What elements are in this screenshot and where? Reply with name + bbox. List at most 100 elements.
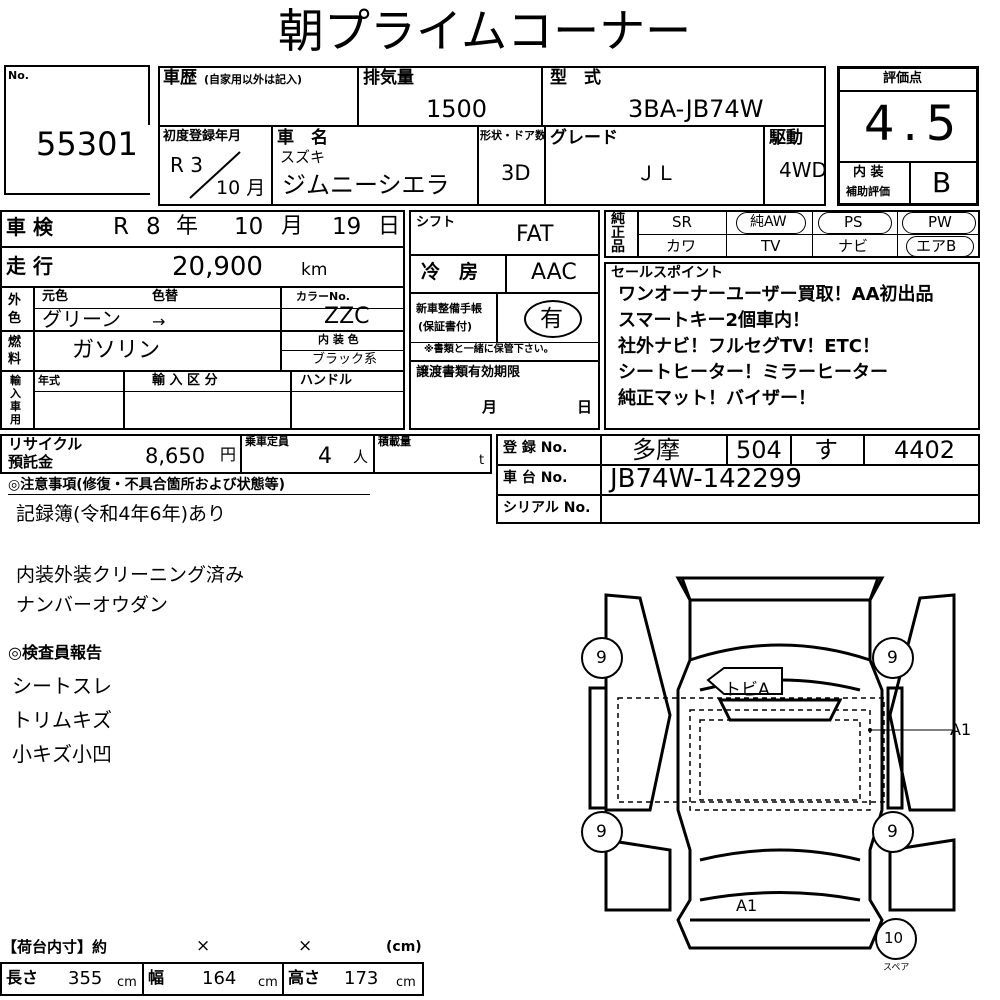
tire-fl: 9 [596,648,607,668]
notes-line-1: 記録簿(令和4年6年)あり [16,503,227,525]
sales-box [604,262,980,430]
inspector-line-3: 小キズ小凹 [12,742,112,766]
color-orig-label: 元色 [42,289,69,304]
interior-color-label: 内 装 色 [318,333,359,346]
recycle-box [0,434,492,474]
car-maker: スズキ [280,148,326,166]
manual-label-2: (保証書付) [418,320,473,333]
equip-leather: カワ [666,237,697,255]
car-name-label: 車 名 [277,128,328,148]
interior-grade-value: B [932,166,952,199]
sales-label: セールスポイント [611,265,723,281]
inspection-day-unit: 日 [378,214,401,239]
car-name: ジムニーシエラ [282,171,450,199]
cargo-length: 355 [68,968,103,989]
mileage-value: 20,900 [172,252,263,282]
import-type-label: 輸 入 区 分 [152,373,218,388]
cargo-height: 173 [344,968,379,989]
transfer-day: 日 [577,398,593,416]
import-handle-label: ハンドル [300,373,353,388]
registration-number: 4402 [894,436,956,464]
spare-label: スペア [883,963,910,973]
shift-label: シフト [416,215,456,230]
lot-no-label: No. [8,69,29,82]
vehicle-info-box [158,66,826,206]
sales-line-5: 純正マット！バイザー！ [618,388,816,409]
color-arrow: → [152,312,166,331]
inspection-day: 19 [332,214,362,240]
tire-rr: 9 [887,822,898,842]
cargo-width: 164 [202,968,237,989]
history-note: (自家用以外は記入) [204,73,303,86]
inspector-line-2: トリムキズ [12,708,112,732]
equip-aw: 純AW [750,214,787,230]
fuel-value: ガソリン [72,338,161,363]
first-reg-slash [189,151,241,199]
capacity-value: 4 [318,444,332,469]
color-code-value: ZZC [324,304,370,329]
recycle-unit: 円 [220,445,237,464]
shape-label: 形状・ドア数 [480,129,546,142]
registration-box [496,434,980,524]
side-mark: A1 [950,720,972,739]
color-side-label: 外色 [8,293,22,326]
equipment-side-label: 純正品 [611,211,625,255]
lot-number-box [4,65,150,195]
displacement-value: 1500 [426,95,488,123]
interior-grade-label-2: 補助評価 [846,185,890,198]
drive-value: 4WD [779,158,827,182]
inspection-month-unit: 月 [281,214,304,239]
page-title: 朝プライムコーナー [278,4,692,58]
import-year-label: 年式 [38,374,60,387]
manual-value: 有 [540,306,563,332]
roof-mark: トビA [724,680,770,700]
rear-mark: A1 [736,896,758,915]
interior-grade-label-1: 内 装 [853,165,884,180]
load-unit: t [479,453,485,468]
transfer-month: 月 [482,398,498,416]
equip-sr: SR [672,213,692,231]
grade-box [837,66,979,206]
transfer-label: 譲渡書類有効期限 [416,365,521,380]
grade-score: 4.5 [864,96,965,152]
ac-value: AAC [531,260,577,285]
spare-value: 10 [884,929,904,947]
shift-value: FAT [516,222,554,247]
drive-label: 駆動 [769,128,803,148]
shape-value: 3D [501,161,531,185]
cargo-x1: × [196,936,211,956]
color-orig-value: グリーン [42,307,121,331]
cargo-length-cm: cm [117,975,137,990]
history-label: 車歴 [163,68,197,88]
mileage-unit: km [301,260,328,280]
recycle-label-2: 預託金 [8,453,54,471]
load-label: 積載量 [378,435,411,448]
registration-label: 登 録 No. [503,440,568,456]
color-code-label: カラーNo. [296,290,350,303]
equip-airbag: エアB [916,237,957,255]
serial-label: シリアル No. [503,500,591,516]
fuel-side-label: 燃料 [8,335,22,367]
manual-label-1: 新車整備手帳 [416,302,482,315]
import-side-label: 輸入車用 [10,374,21,426]
sales-line-3: 社外ナビ！フルセグTV！ETC！ [618,336,880,357]
equip-aw-circle [736,212,806,234]
equip-pw-circle [902,212,976,234]
cargo-box [0,962,424,996]
interior-color-value: ブラック系 [312,352,378,367]
cargo-x2: × [298,936,313,956]
equip-pw: PW [928,213,952,231]
sales-line-2: スマートキー2個車内！ [618,310,810,331]
inspection-year-unit: 年 [176,214,199,239]
sales-line-1: ワンオーナーユーザー買取！AA初出品 [618,284,934,305]
lot-number: 55301 [36,125,138,163]
mileage-label: 走 行 [6,254,53,278]
tire-rear-left-icon [581,811,623,853]
cargo-width-label: 幅 [148,968,165,987]
cargo-width-cm: cm [258,975,278,990]
chassis-label: 車 台 No. [503,470,568,486]
inspection-box [0,210,405,430]
capacity-label: 乗車定員 [245,435,289,448]
inspection-month: 10 [234,214,264,240]
grade-name-label: グレード [550,128,618,148]
